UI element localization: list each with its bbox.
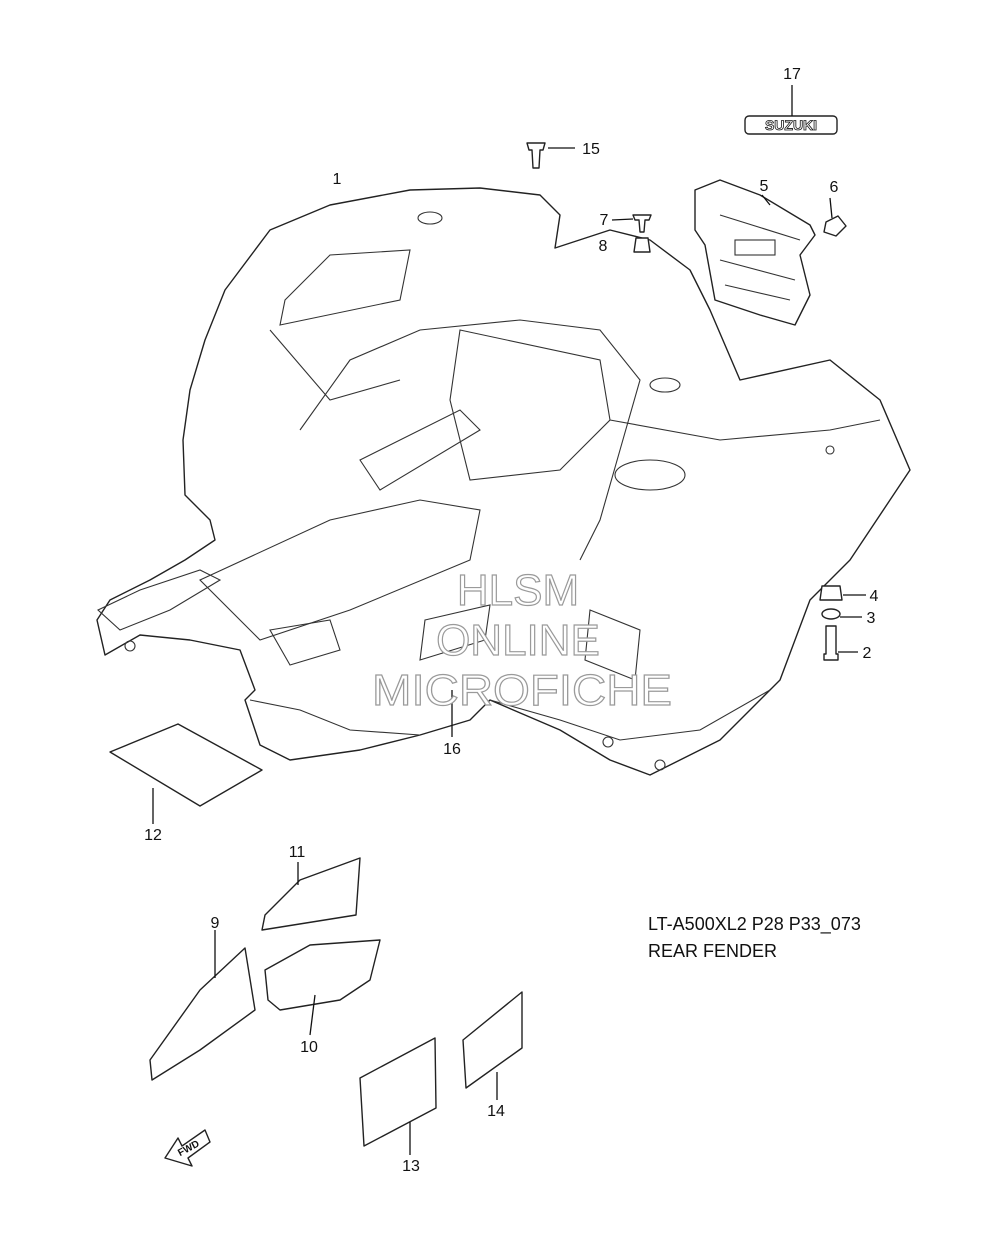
- caption-title: REAR FENDER: [648, 941, 777, 961]
- clip-part-6: [823, 215, 847, 237]
- emblem-text: SUZUKI: [765, 117, 817, 133]
- watermark-line-3: MICROFICHE: [372, 666, 672, 715]
- nut-part-8: [633, 237, 651, 253]
- callout-11: 11: [289, 844, 306, 861]
- suzuki-emblem-part-17: SUZUKI: [744, 115, 838, 135]
- watermark: HLSM ONLINE MICROFICHE: [371, 565, 672, 715]
- leader-lines: [152, 85, 866, 1155]
- caption-model-code: LT-A500XL2 P28 P33_073: [648, 914, 861, 935]
- label-part-12: [109, 723, 263, 807]
- bracket-part-5: [694, 179, 816, 326]
- bolt-part-2: [823, 625, 839, 661]
- callout-10: 10: [300, 1039, 318, 1056]
- watermark-line-1: HLSM: [457, 566, 579, 615]
- callout-16: 16: [443, 741, 461, 758]
- callout-2: 2: [863, 645, 872, 662]
- callout-5: 5: [760, 178, 769, 195]
- callout-17: 17: [783, 66, 801, 83]
- watermark-line-2: ONLINE: [436, 616, 600, 665]
- callout-13: 13: [402, 1158, 420, 1175]
- callout-1: 1: [333, 171, 342, 188]
- callout-numbers: 1 2 3 4 5 6 7 8 9 10 11 12 13 14 15 16 1…: [144, 66, 878, 1175]
- screw-part-7: [632, 214, 652, 233]
- label-part-13: [359, 1037, 437, 1147]
- label-part-10: [264, 939, 381, 1011]
- callout-12: 12: [144, 827, 162, 844]
- rear-fender-body: [96, 187, 911, 776]
- callout-14: 14: [487, 1103, 505, 1120]
- label-part-11: [261, 857, 361, 931]
- callout-6: 6: [830, 179, 839, 196]
- callout-3: 3: [867, 610, 876, 627]
- washer-part-3: [821, 608, 841, 620]
- callout-8: 8: [599, 238, 608, 255]
- diagram-caption: LT-A500XL2 P28 P33_073 REAR FENDER: [648, 914, 861, 961]
- cushion-part-4: [819, 585, 843, 601]
- screw-part-15: [526, 142, 546, 169]
- label-part-9: [149, 947, 256, 1081]
- fwd-arrow-icon: FWD: [164, 1129, 211, 1167]
- callout-9: 9: [211, 915, 220, 932]
- callout-4: 4: [870, 588, 879, 605]
- callout-7: 7: [600, 212, 609, 229]
- callout-15: 15: [582, 141, 600, 158]
- label-part-14: [462, 991, 523, 1089]
